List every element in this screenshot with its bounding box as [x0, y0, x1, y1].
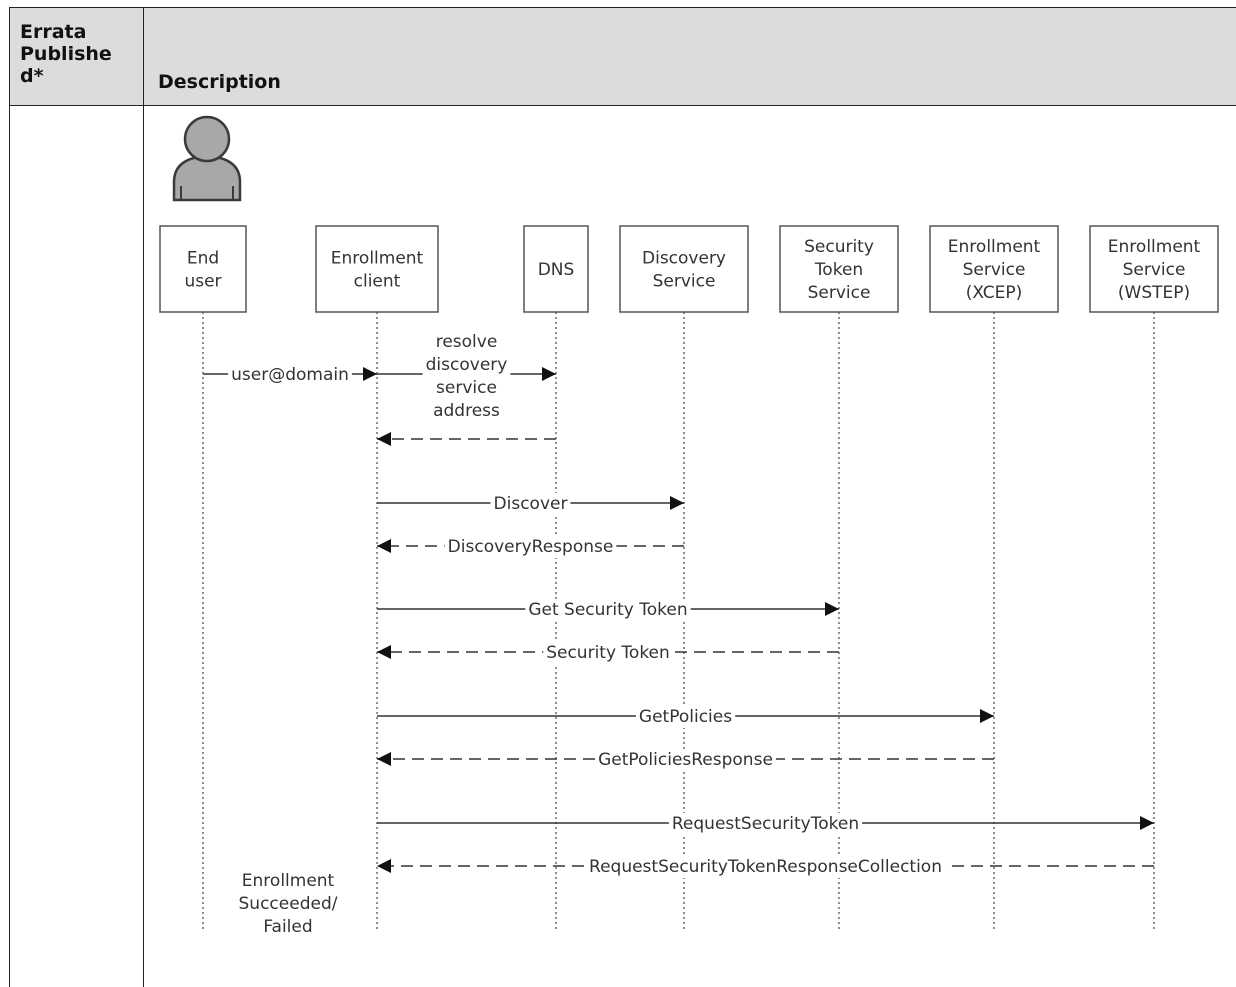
message-label: resolve: [436, 332, 498, 352]
participant-label: (XCEP): [966, 283, 1023, 303]
participant-label: Service: [653, 272, 716, 292]
user-actor-icon: [172, 115, 242, 202]
message-label: Get Security Token: [528, 600, 687, 620]
participant-label: Security: [804, 237, 874, 257]
message-label: address: [433, 401, 500, 421]
participant-box: [619, 225, 749, 313]
participant-label: Token: [814, 260, 863, 280]
participant-box: [929, 225, 1059, 313]
message-label: RequestSecurityToken: [672, 814, 859, 834]
message-label-bg: [543, 642, 673, 664]
participant-label: client: [354, 272, 401, 292]
header-description: Description: [158, 71, 281, 93]
message-label-bg: [586, 856, 945, 878]
participant-box: [779, 225, 899, 313]
participant-label: (WSTEP): [1118, 283, 1190, 303]
message-label-bg: [668, 813, 863, 835]
message-label: GetPoliciesResponse: [598, 750, 773, 770]
message-label: user@domain: [231, 365, 349, 385]
errata-table: Errata Publishe d* Description: [9, 7, 1236, 987]
participant-label: Enrollment: [331, 249, 424, 269]
note-text: Failed: [263, 917, 312, 937]
message-label: DiscoveryResponse: [448, 537, 614, 557]
participant-box: [315, 225, 439, 313]
participant-label: Enrollment: [1108, 237, 1201, 257]
note-text: Enrollment: [242, 871, 335, 891]
table-header-row: [9, 7, 1236, 106]
participant-label: Discovery: [642, 249, 726, 269]
message-label: Discover: [494, 494, 568, 514]
message-label-bg: [422, 354, 511, 376]
header-errata-published: Errata Publishe d*: [20, 21, 112, 87]
message-label-bg: [430, 400, 504, 422]
participant-label: Enrollment: [948, 237, 1041, 257]
note-text: Succeeded/: [239, 894, 338, 914]
message-label-bg: [490, 493, 571, 515]
participant-label: Service: [1123, 260, 1186, 280]
participant-label: Service: [963, 260, 1026, 280]
participant-box: [1089, 225, 1219, 313]
message-label: Security Token: [546, 643, 670, 663]
message-label-bg: [595, 749, 776, 771]
table-left-border: [9, 7, 10, 987]
message-label-bg: [525, 599, 691, 621]
message-label-bg: [635, 706, 736, 728]
message-label-bg: [228, 364, 352, 386]
message-label: discovery: [426, 355, 508, 375]
message-label: service: [436, 378, 497, 398]
message-label-bg: [432, 331, 501, 353]
message-label: RequestSecurityTokenResponseCollection: [589, 857, 942, 877]
participant-label: End: [187, 249, 219, 269]
column-divider: [143, 7, 144, 987]
message-label-bg: [444, 536, 617, 558]
participant-label: user: [184, 272, 221, 292]
participant-label: Service: [808, 283, 871, 303]
participant-label: DNS: [538, 260, 575, 280]
message-label: GetPolicies: [639, 707, 732, 727]
participant-box: [523, 225, 589, 313]
participant-box: [159, 225, 247, 313]
message-label-bg: [433, 377, 500, 399]
